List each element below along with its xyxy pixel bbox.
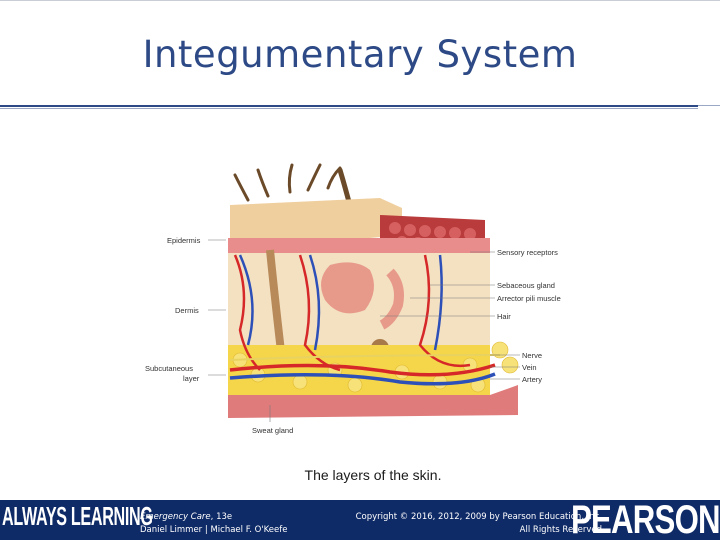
- book-title: Emergency Care: [140, 512, 211, 522]
- sebaceous-gland: [321, 262, 374, 314]
- label-artery: Artery: [522, 375, 542, 384]
- figure-caption: The layers of the skin.: [304, 467, 442, 483]
- title-divider: [0, 105, 698, 107]
- blood-vessels: [229, 254, 501, 386]
- book-authors: Daniel Limmer | Michael F. O'Keefe: [140, 525, 288, 535]
- rights-text: All Rights Reserved: [519, 525, 602, 535]
- label-vein: Vein: [522, 363, 537, 372]
- always-learning-logo: ALWAYS LEARNING: [2, 501, 153, 531]
- skin-layers-illustration: Epidermis Dermis Subcutaneous layer Swea…: [145, 163, 561, 435]
- slide-title: Integumentary System: [142, 33, 578, 76]
- label-arrector-pili: Arrector pili muscle: [497, 294, 561, 303]
- label-subcutaneous-layer: layer: [183, 374, 200, 383]
- label-nerve: Nerve: [522, 351, 542, 360]
- footer-bar: ALWAYS LEARNING Emergency Care, 13e Dani…: [0, 500, 720, 540]
- label-dermis: Dermis: [175, 306, 199, 315]
- label-epidermis: Epidermis: [167, 236, 201, 245]
- top-rule: [0, 0, 720, 1]
- label-subcutaneous: Subcutaneous: [145, 364, 193, 373]
- label-sebaceous-gland: Sebaceous gland: [497, 281, 555, 290]
- pearson-logo: PEARSON: [571, 500, 720, 540]
- title-divider-light: [0, 108, 698, 109]
- label-sensory-receptors: Sensory receptors: [497, 248, 558, 257]
- label-hair: Hair: [497, 312, 511, 321]
- epidermis-top: [230, 198, 402, 245]
- epidermis-layer: [228, 238, 490, 253]
- copyright-notice: Copyright © 2016, 2012, 2009 by Pearson …: [356, 511, 602, 537]
- copyright-text: Copyright © 2016, 2012, 2009 by Pearson …: [355, 512, 602, 522]
- muscle-base: [228, 385, 518, 418]
- label-sweat-gland: Sweat gland: [252, 426, 293, 435]
- book-credit: Emergency Care, 13e Daniel Limmer | Mich…: [140, 511, 288, 537]
- book-edition: , 13e: [210, 512, 233, 522]
- title-divider-tick: [698, 105, 720, 106]
